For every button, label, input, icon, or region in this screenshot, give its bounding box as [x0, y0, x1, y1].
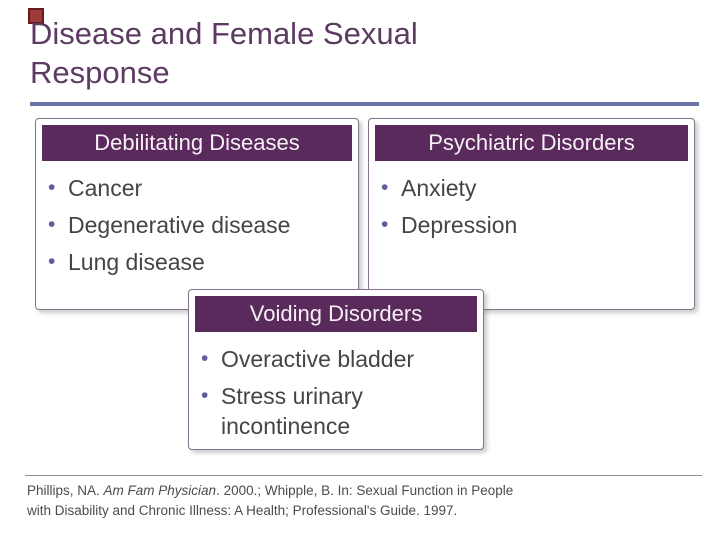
bullet-icon: • — [48, 176, 56, 199]
accent-square-icon — [28, 8, 44, 24]
list-item: • Cancer — [48, 173, 348, 203]
list-item-text: Depression — [401, 212, 518, 238]
citation-text-post: . 2000.; Whipple, B. In: Sexual Function… — [216, 483, 514, 498]
bullet-icon: • — [48, 250, 56, 273]
bullet-list-debilitating: • Cancer • Degenerative disease • Lung d… — [36, 173, 358, 277]
bullet-icon: • — [381, 213, 389, 236]
box-header-voiding: Voiding Disorders — [195, 296, 477, 332]
bullet-icon: • — [201, 384, 209, 407]
list-item-text: Anxiety — [401, 175, 477, 201]
title-underline — [30, 102, 699, 106]
list-item: • Degenerative disease — [48, 210, 348, 240]
list-item: • Depression — [381, 210, 684, 240]
bullet-icon: • — [48, 213, 56, 236]
bullet-icon: • — [381, 176, 389, 199]
citation-journal-italic: Am Fam Physician — [103, 483, 217, 498]
footer-divider — [25, 475, 702, 476]
list-item: • Overactive bladder — [201, 344, 473, 374]
citation-text-pre: Phillips, NA. — [27, 483, 104, 498]
box-header-debilitating: Debilitating Diseases — [42, 125, 352, 161]
list-item-text: Overactive bladder — [221, 346, 415, 372]
list-item: • Anxiety — [381, 173, 684, 203]
list-item: • Lung disease — [48, 247, 348, 277]
box-header-psychiatric: Psychiatric Disorders — [375, 125, 688, 161]
list-item-text: Lung disease — [68, 249, 205, 275]
bullet-list-voiding: • Overactive bladder • Stress urinary in… — [189, 344, 483, 441]
citation-text-line2: with Disability and Chronic Illness: A H… — [27, 503, 458, 518]
bullet-list-psychiatric: • Anxiety • Depression — [369, 173, 694, 240]
list-item-text: Degenerative disease — [68, 212, 291, 238]
list-item-text: Stress urinary incontinence — [221, 383, 363, 439]
citation: Phillips, NA. Am Fam Physician. 2000.; W… — [27, 481, 687, 521]
box-debilitating-diseases: Debilitating Diseases • Cancer • Degener… — [35, 118, 359, 310]
bullet-icon: • — [201, 347, 209, 370]
slide-title: Disease and Female Sexual Response — [30, 16, 418, 90]
box-psychiatric-disorders: Psychiatric Disorders • Anxiety • Depres… — [368, 118, 695, 310]
list-item-text: Cancer — [68, 175, 143, 201]
box-voiding-disorders: Voiding Disorders • Overactive bladder •… — [188, 289, 484, 450]
list-item: • Stress urinary incontinence — [201, 381, 473, 441]
